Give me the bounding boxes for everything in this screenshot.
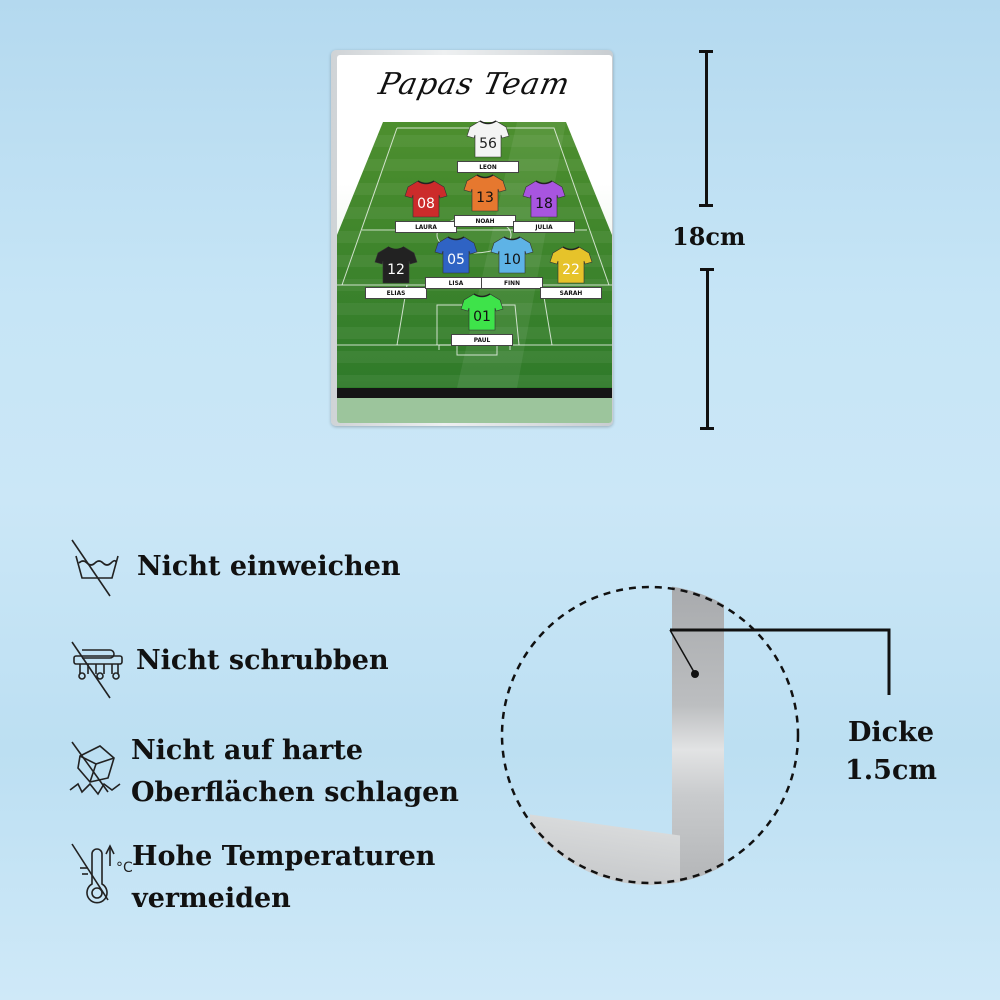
player-name-tag: LAURA [395, 221, 457, 233]
svg-text:18: 18 [535, 196, 553, 212]
player-name-tag: FINN [481, 277, 543, 289]
jersey-icon: 18 [522, 180, 566, 218]
jersey-icon: 01 [460, 293, 504, 331]
svg-text:13: 13 [476, 190, 494, 206]
player-name-tag: LEON [457, 161, 519, 173]
player-name-tag: JULIA [513, 221, 575, 233]
print-bottom-band [337, 398, 612, 423]
height-dimension-cap-bottom [700, 427, 714, 430]
no-soak-icon [71, 539, 119, 597]
svg-text:22: 22 [562, 262, 580, 278]
svg-text:12: 12 [387, 262, 405, 278]
jersey-icon: 22 [549, 246, 593, 284]
jersey-icon: 12 [374, 246, 418, 284]
player-name-tag: SARAH [540, 287, 602, 299]
svg-text:10: 10 [503, 252, 521, 268]
height-dimension-cap-mid-top [699, 204, 713, 207]
height-dimension-line-top [705, 51, 708, 205]
jersey-icon: 08 [404, 180, 448, 218]
svg-text:56: 56 [479, 136, 497, 152]
care-label-no-hit-line2: Oberflächen schlagen [131, 777, 459, 808]
player-name-tag: PAUL [451, 334, 513, 346]
care-label-high-temp-line2: vermeiden [132, 883, 291, 914]
thickness-leader-line [669, 628, 891, 695]
thickness-label-line1: Dicke [848, 717, 934, 748]
care-label-high-temp-line1: Hohe Temperaturen [132, 841, 436, 872]
care-label-no-hit-line1: Nicht auf harte [131, 735, 364, 766]
jersey-icon: 10 [490, 236, 534, 274]
height-dimension-line-bottom [706, 269, 709, 429]
height-label: 18cm [672, 222, 746, 251]
player-name-tag: ELIAS [365, 287, 427, 299]
thickness-label-line2: 1.5cm [845, 755, 937, 786]
print-bottom-bar [337, 388, 612, 398]
svg-text:05: 05 [447, 252, 465, 268]
jersey-icon: 05 [434, 236, 478, 274]
no-scrub-icon [71, 641, 123, 699]
no-hit-hard-surface-icon [69, 741, 121, 796]
player-name-tag: LISA [425, 277, 487, 289]
thickness-detail-zoom [500, 585, 800, 885]
thickness-label: Dicke 1.5cm [838, 714, 944, 790]
team-print: Papas Team [337, 55, 612, 423]
zoom-circle-outline [500, 585, 800, 885]
care-label-no-soak: Nicht einweichen [137, 551, 401, 582]
care-label-no-scrub: Nicht schrubben [136, 645, 389, 676]
player-name-tag: NOAH [454, 215, 516, 227]
svg-text:01: 01 [473, 309, 491, 325]
no-high-temperature-icon: °C [71, 843, 132, 904]
svg-text:°C: °C [116, 860, 132, 876]
jersey-icon: 56 [466, 120, 510, 158]
print-title: Papas Team [375, 67, 574, 102]
jersey-icon: 13 [463, 174, 507, 212]
svg-text:08: 08 [417, 196, 435, 212]
acrylic-edge [672, 585, 724, 885]
